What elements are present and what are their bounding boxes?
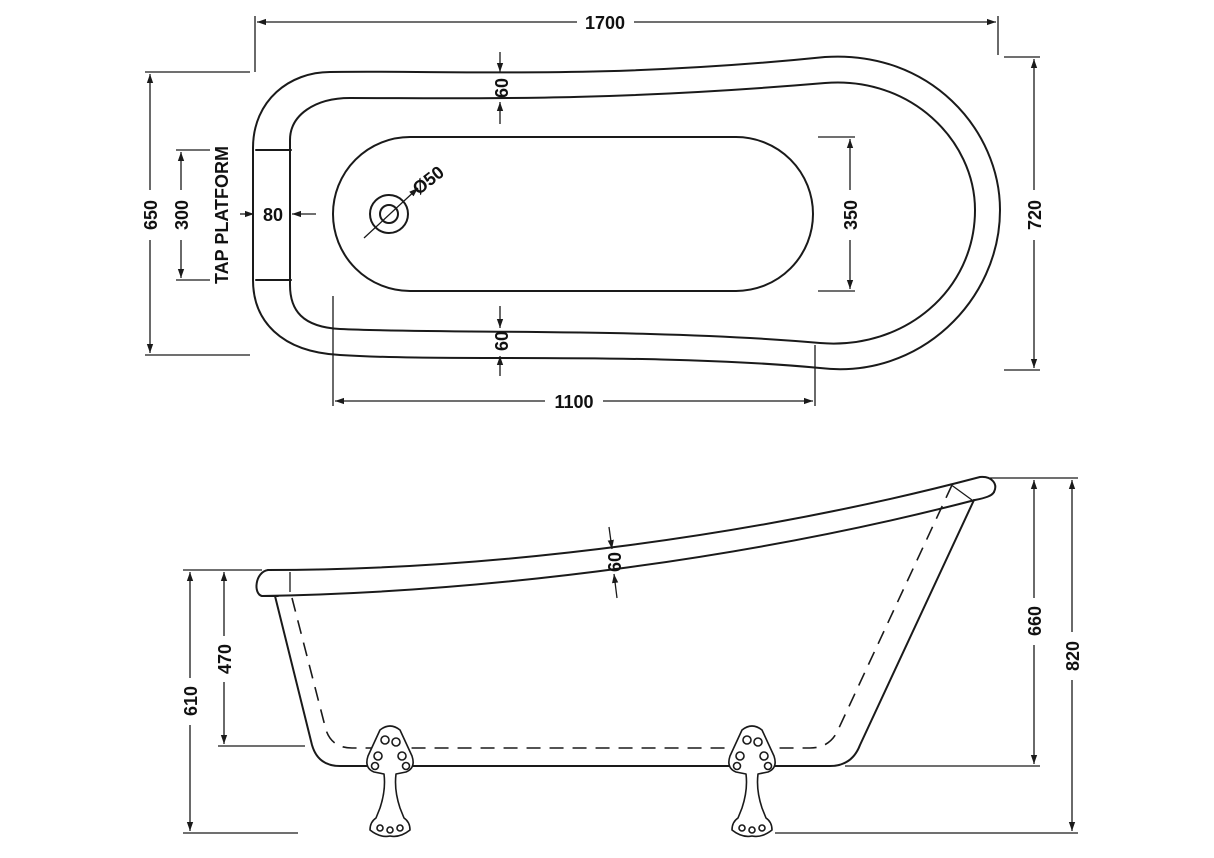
- dim-tap-end-width: 650: [141, 71, 250, 356]
- side-rim-bottom: [261, 491, 995, 597]
- dim-height-tap-end: 610: [181, 569, 298, 834]
- dim-rim-bottom: 60: [492, 306, 512, 376]
- dim-tap-platform-depth-label: 80: [263, 205, 283, 225]
- tap-platform-label: TAP PLATFORM: [212, 146, 232, 284]
- dim-rim-bottom-label: 60: [492, 331, 512, 351]
- waste-dimension-line: [363, 187, 419, 239]
- dim-tap-platform-length-label: 300: [172, 200, 192, 230]
- waste-outer-ring: [369, 194, 409, 234]
- dim-height-tap-end-label: 610: [181, 686, 201, 716]
- dim-side-rim-label: 60: [605, 552, 625, 572]
- side-rim-top: [267, 475, 997, 571]
- dim-head-width-label: 720: [1025, 200, 1045, 230]
- dim-headrest-rise-label: 660: [1025, 606, 1045, 636]
- dim-inner-base-length: 1100: [332, 296, 816, 412]
- plan-outer-outline: [252, 55, 1001, 371]
- claw-foot-left: [366, 725, 414, 838]
- plan-inner-outline: [289, 81, 976, 345]
- dim-rim-top-label: 60: [492, 78, 512, 98]
- waste-inner-ring: [379, 204, 399, 224]
- dim-inner-base-width-label: 350: [841, 200, 861, 230]
- dim-inner-depth-label: 470: [215, 644, 235, 674]
- dim-overall-length-label: 1700: [585, 13, 625, 33]
- dim-rim-top: 60: [492, 52, 512, 124]
- waste-diameter-label: Ø50: [409, 162, 448, 199]
- side-tap-end-roll: [255, 569, 279, 597]
- dim-inner-base-width: 350: [818, 136, 861, 292]
- dim-tap-platform-depth: 80: [240, 205, 316, 225]
- dim-side-rim: 60: [605, 526, 625, 599]
- plan-base-outline: [332, 136, 814, 292]
- dim-height-head: 820: [775, 480, 1083, 834]
- dim-overall-length: 1700: [254, 13, 999, 72]
- dim-tap-end-width-label: 650: [141, 200, 161, 230]
- dim-height-head-label: 820: [1063, 641, 1083, 671]
- side-head-end-line: [949, 483, 973, 501]
- side-view: 60 610 470 660: [181, 475, 1083, 838]
- plan-view: 1700 650 720 300 TAP PLATFORM: [141, 13, 1045, 412]
- claw-foot-right: [728, 725, 776, 838]
- side-body-outline: [274, 499, 975, 767]
- dim-head-width: 720: [1004, 56, 1045, 371]
- side-inner-dashed: [291, 484, 953, 749]
- dim-inner-depth: 470: [215, 572, 305, 747]
- dim-headrest-rise: 660: [845, 477, 1078, 767]
- dim-tap-platform-length: 300: [172, 149, 210, 281]
- dim-inner-base-length-label: 1100: [554, 392, 593, 412]
